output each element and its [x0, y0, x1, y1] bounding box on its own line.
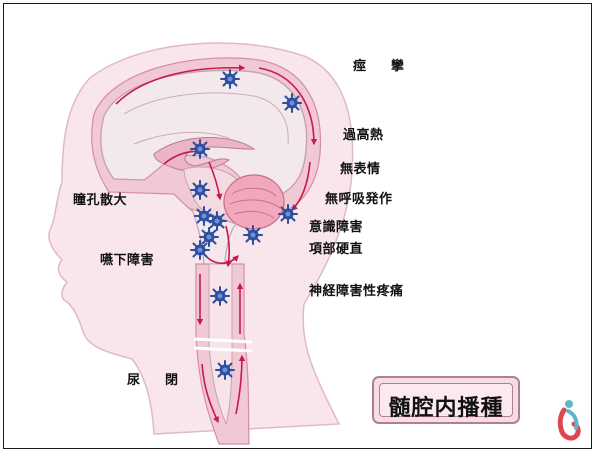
ribbon-logo-icon [556, 398, 584, 444]
label-apnea: 無呼吸発作 [325, 192, 393, 208]
label-high-fever: 過高熱 [343, 128, 384, 144]
tumor-cell-icon [191, 241, 209, 259]
tumor-cell-icon [283, 94, 301, 112]
label-urinary-retention: 尿 閉 [127, 373, 184, 389]
tumor-cell-icon [221, 70, 239, 88]
diagram-frame: 痙 攣 過高熱 無表情 無呼吸発作 意識障害 項部硬直 神経障害性疼痛 瞳孔散大… [3, 3, 592, 449]
tumor-cell-icon [279, 205, 297, 223]
title-box-inner: 髄腔内播種 [379, 383, 513, 417]
tumor-cell-icon [208, 212, 226, 230]
label-consciousness: 意識障害 [309, 220, 363, 236]
label-neuropathic-pain: 神経障害性疼痛 [309, 284, 404, 300]
label-dysphagia: 嚥下障害 [100, 253, 154, 269]
cerebellum [224, 175, 284, 229]
tumor-cell-icon [195, 207, 213, 225]
tumor-cell-icon [216, 361, 234, 379]
label-no-expression: 無表情 [340, 162, 381, 178]
tumor-cell-icon [211, 287, 229, 305]
label-seizure: 痙 攣 [353, 59, 410, 75]
tumor-cell-icon [191, 140, 209, 158]
label-neck-stiffness: 項部硬直 [309, 242, 363, 258]
tumor-cell-icon [244, 226, 262, 244]
label-pupil-dilation: 瞳孔散大 [73, 193, 127, 209]
title-box: 髄腔内播種 [372, 376, 520, 424]
tumor-cell-icon [200, 228, 218, 246]
tumor-cell-icon [191, 181, 209, 199]
diagram-title: 髄腔内播種 [380, 390, 512, 422]
